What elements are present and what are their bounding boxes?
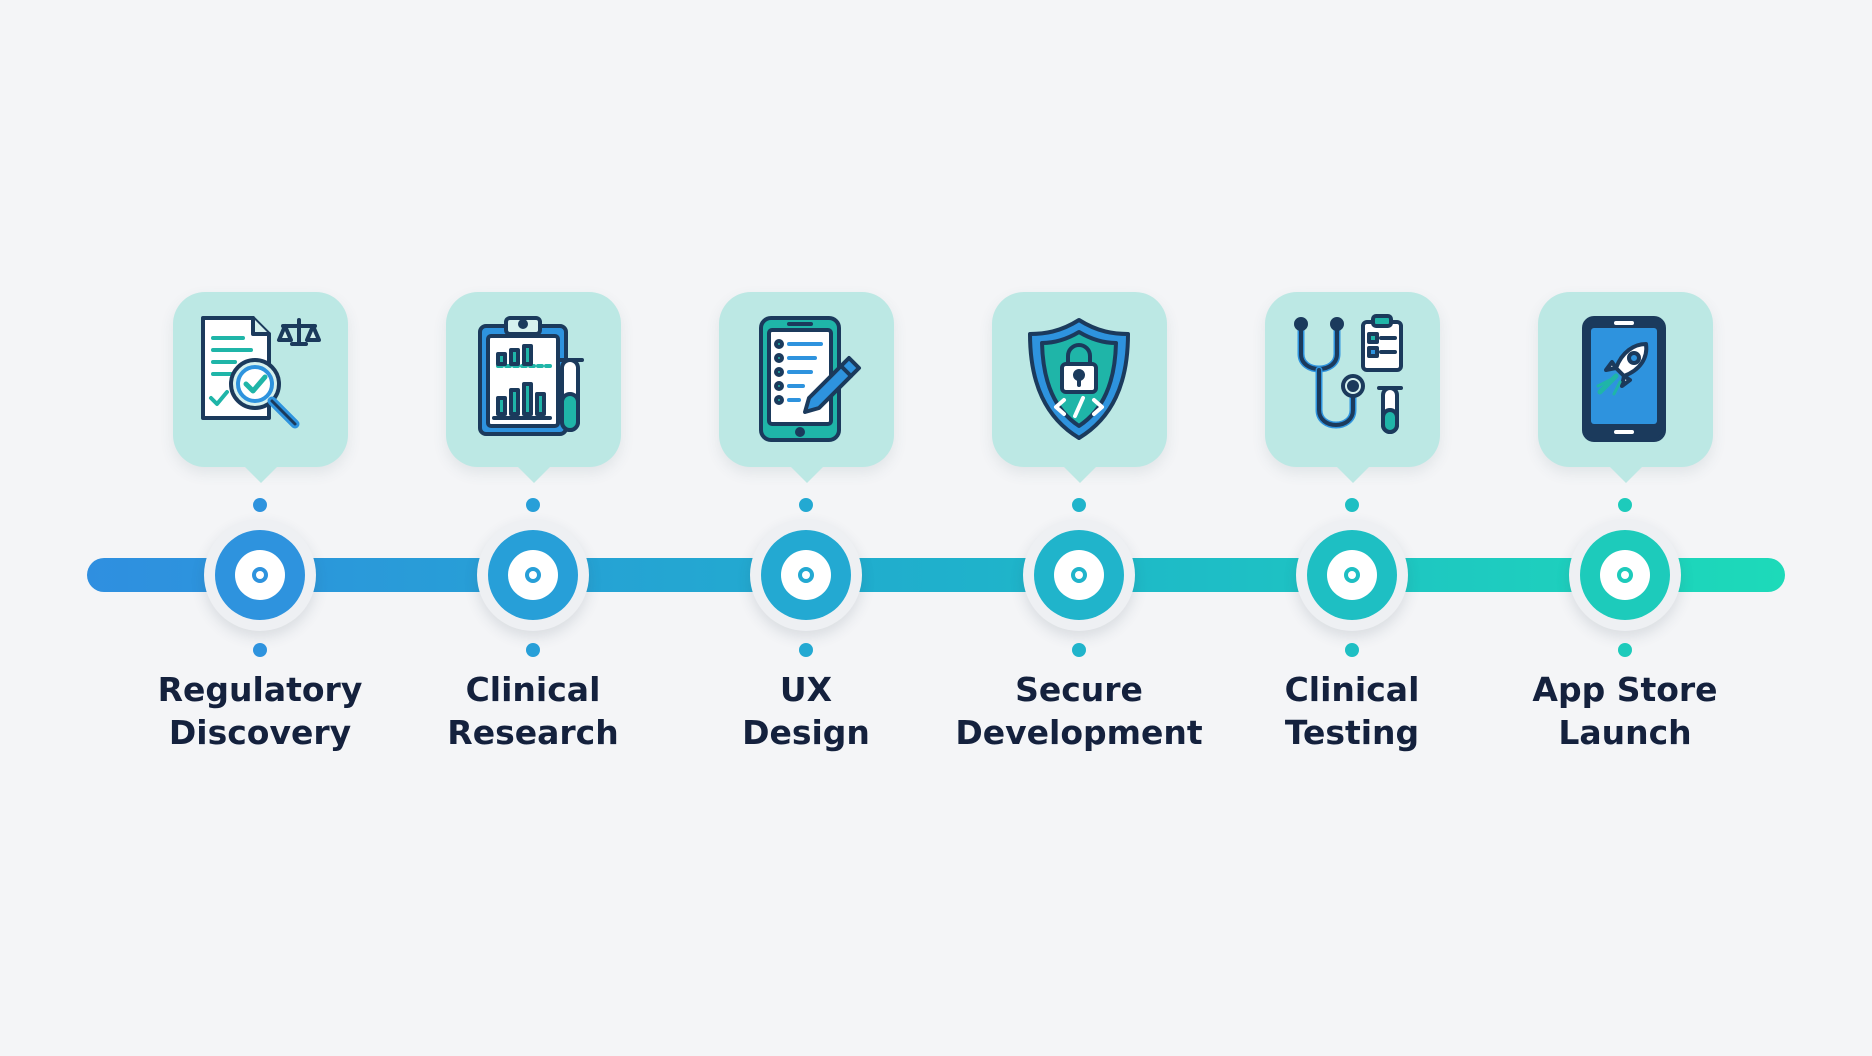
- regulatory-document-search-icon: [201, 316, 321, 429]
- step-label: App Store Launch: [1485, 668, 1765, 754]
- icon-card: [992, 292, 1167, 483]
- step-label-line2: Research: [447, 713, 619, 752]
- step-label: Secure Development: [939, 668, 1219, 754]
- icon-card: [719, 292, 894, 483]
- connector-dot-top: [526, 498, 540, 512]
- connector-dot-bottom: [1345, 643, 1359, 657]
- milestone-node-core: [1617, 567, 1633, 583]
- stethoscope-clipboard-icon: [1294, 314, 1403, 434]
- connector-dot-bottom: [799, 643, 813, 657]
- milestone-node: [488, 530, 578, 620]
- connector-dot-top: [1072, 498, 1086, 512]
- step-label-line1: Clinical: [465, 670, 601, 709]
- step-label-line1: Clinical: [1284, 670, 1420, 709]
- connector-dot-bottom: [253, 643, 267, 657]
- milestone-node-ring: [1600, 550, 1650, 600]
- step-label-line2: Development: [955, 713, 1203, 752]
- timeline-track: [87, 558, 1785, 592]
- phone-rocket-icon: [1582, 316, 1666, 442]
- milestone-node: [1034, 530, 1124, 620]
- tablet-checklist-pencil-icon: [759, 316, 861, 442]
- milestone-node: [1307, 530, 1397, 620]
- milestone-node-ring: [235, 550, 285, 600]
- step-label: Clinical Testing: [1212, 668, 1492, 754]
- connector-dot-top: [1345, 498, 1359, 512]
- icon-card: [1265, 292, 1440, 483]
- step-label-line1: App Store: [1532, 670, 1718, 709]
- icon-card: [446, 292, 621, 483]
- step-label-line2: Launch: [1558, 713, 1692, 752]
- connector-dot-top: [1618, 498, 1632, 512]
- milestone-node: [761, 530, 851, 620]
- step-app-store-launch: App Store Launch: [1505, 0, 1745, 1056]
- step-label-line2: Discovery: [168, 713, 352, 752]
- connector-dot-bottom: [1072, 643, 1086, 657]
- milestone-node-core: [1071, 567, 1087, 583]
- milestone-node-ring: [1327, 550, 1377, 600]
- milestone-node-core: [252, 567, 268, 583]
- milestone-node-core: [798, 567, 814, 583]
- step-label-line2: Design: [742, 713, 870, 752]
- milestone-node-ring: [1054, 550, 1104, 600]
- step-secure-development: Secure Development: [955, 0, 1203, 1056]
- step-label-line1: Regulatory: [157, 670, 363, 709]
- milestone-node-core: [525, 567, 541, 583]
- shield-lock-code-icon: [1028, 318, 1130, 440]
- step-ux-design: UX Design: [686, 0, 926, 1056]
- step-label: Regulatory Discovery: [120, 668, 400, 754]
- step-clinical-testing: Clinical Testing: [1232, 0, 1472, 1056]
- milestone-node-ring: [508, 550, 558, 600]
- step-label-line2: Testing: [1284, 713, 1420, 752]
- clipboard-chart-icon: [478, 316, 584, 436]
- connector-dot-top: [253, 498, 267, 512]
- step-label: Clinical Research: [393, 668, 673, 754]
- icon-card: [173, 292, 348, 483]
- icon-card: [1538, 292, 1713, 483]
- connector-dot-top: [799, 498, 813, 512]
- milestone-node: [1580, 530, 1670, 620]
- step-regulatory-discovery: Regulatory Discovery: [140, 0, 380, 1056]
- step-label-line1: Secure: [1015, 670, 1143, 709]
- step-label-line1: UX: [779, 670, 833, 709]
- milestone-node: [215, 530, 305, 620]
- step-label: UX Design: [666, 668, 946, 754]
- connector-dot-bottom: [1618, 643, 1632, 657]
- milestone-node-core: [1344, 567, 1360, 583]
- step-clinical-research: Clinical Research: [413, 0, 653, 1056]
- connector-dot-bottom: [526, 643, 540, 657]
- milestone-node-ring: [781, 550, 831, 600]
